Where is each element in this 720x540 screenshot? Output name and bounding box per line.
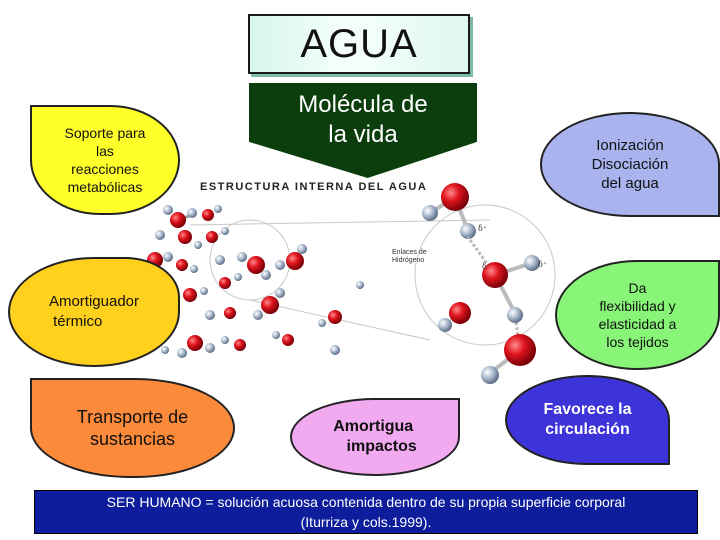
molecule-cluster [143,205,307,358]
property-amortiguador-termico: Amortiguador térmico [8,257,180,367]
zoom-circle-large [414,204,556,346]
water-structure-illustration: ESTRUCTURA INTERNA DEL AGUA [130,165,580,390]
footer-definition-bar: SER HUMANO = solución acuosa contenida d… [34,490,698,534]
water-molecules-svg: δ⁺ δ⁻ δ⁺ [143,183,556,384]
hydrogen-bond-label: Enlaces de Hidrógeno [392,249,427,264]
footer-text: SER HUMANO = solución acuosa contenida d… [106,494,626,530]
delta-plus-label: δ⁺ [478,224,487,233]
title-box: AGUA [248,14,470,74]
molecule-detail [318,183,540,384]
delta-plus-label-2: δ⁺ [538,260,547,269]
property-amortigua-impactos: Amortigua impactos [290,398,460,476]
title-text: AGUA [300,21,418,66]
delta-minus-label: δ⁻ [482,262,491,271]
illustration-caption: ESTRUCTURA INTERNA DEL AGUA [200,181,428,193]
property-text: Amortigua impactos [333,418,417,455]
property-text: Amortiguador térmico [48,293,140,330]
